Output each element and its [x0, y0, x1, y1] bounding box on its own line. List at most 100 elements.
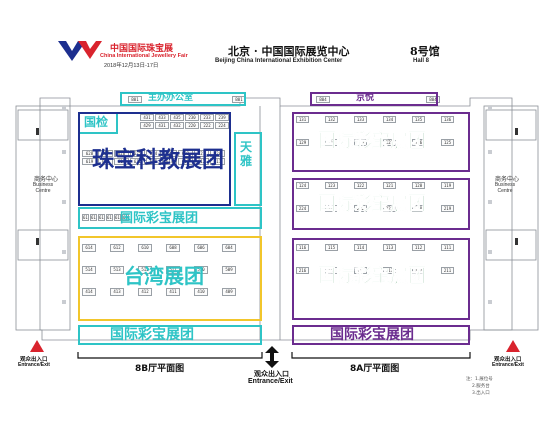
booth-left_intl-5[interactable]: 609: [122, 214, 129, 221]
booth-right_block_2-0[interactable]: 124: [296, 182, 309, 189]
booth-left_mid-6[interactable]: 622: [178, 150, 193, 157]
booth-right_block_2-5[interactable]: 119: [441, 182, 454, 189]
booth-left_mid-13[interactable]: 615: [146, 158, 161, 165]
booth-left_taiwan-10[interactable]: 510: [194, 266, 208, 274]
booth-left_top-0[interactable]: 431: [140, 114, 154, 121]
logo-chinese-title: 中国国际珠宝展: [110, 44, 174, 54]
legend-line-1: 注：1.展位号: [466, 377, 493, 382]
booth-left_top-1[interactable]: 433: [155, 114, 169, 121]
booth-left_mid-2[interactable]: 626: [114, 150, 129, 157]
booth-right_block_3-5[interactable]: 111: [441, 244, 454, 251]
hall-8b-label: 8B厅平面图: [135, 364, 185, 374]
booth-left_taiwan-0[interactable]: 614: [82, 244, 96, 252]
taiwan-zone: [78, 236, 262, 321]
booth-left_mid-10[interactable]: 618: [98, 158, 113, 165]
booth-right_block_3-2[interactable]: 114: [354, 244, 367, 251]
booth-left_mid-8[interactable]: 620: [210, 150, 225, 157]
booth-left_top-5[interactable]: 239: [215, 114, 229, 121]
booth-left_mid-17[interactable]: 611: [210, 158, 225, 165]
booth-left_mid-12[interactable]: 616: [130, 158, 145, 165]
booth-left_taiwan-16[interactable]: 410: [194, 288, 208, 296]
booth-right_block_1-10[interactable]: 126: [412, 139, 425, 146]
booth-left_top-11[interactable]: 224: [215, 122, 229, 129]
booth-right_block_2-7[interactable]: 223: [325, 205, 338, 212]
booth-office_row-0[interactable]: B01: [128, 96, 142, 103]
booth-right_block_3-6[interactable]: 216: [296, 267, 309, 274]
booth-left_intl-0[interactable]: 619: [82, 214, 89, 221]
booth-left_taiwan-15[interactable]: 411: [166, 288, 180, 296]
booth-left_mid-4[interactable]: 624: [146, 150, 161, 157]
booth-left_mid-7[interactable]: 621: [194, 150, 209, 157]
booth-right_top_row-1[interactable]: B04: [426, 96, 440, 103]
booth-left_top-10[interactable]: 222: [200, 122, 214, 129]
booth-left_taiwan-6[interactable]: 514: [82, 266, 96, 274]
booth-left_taiwan-7[interactable]: 513: [110, 266, 124, 274]
booth-right_block_1-0[interactable]: 131: [296, 116, 309, 123]
booth-left_taiwan-1[interactable]: 612: [110, 244, 124, 252]
booth-right_block_2-6[interactable]: 224: [296, 205, 309, 212]
booth-left_top-9[interactable]: 220: [185, 122, 199, 129]
booth-right_block_2-8[interactable]: 222: [354, 205, 367, 212]
booth-left_mid-5[interactable]: 623: [162, 150, 177, 157]
booth-right_block_3-11[interactable]: 211: [441, 267, 454, 274]
booth-left_mid-3[interactable]: 625: [130, 150, 145, 157]
booth-right_block_1-6[interactable]: 129: [296, 139, 309, 146]
booth-right_block_1-9[interactable]: 127: [383, 139, 396, 146]
booth-left_top-3[interactable]: 230: [185, 114, 199, 121]
booth-right_block_1-8[interactable]: 128: [354, 139, 367, 146]
booth-right_block_1-7[interactable]: 130: [325, 139, 338, 146]
booth-left_taiwan-3[interactable]: 608: [166, 244, 180, 252]
booth-right_block_1-2[interactable]: 133: [354, 116, 367, 123]
booth-right_block_2-4[interactable]: 120: [412, 182, 425, 189]
booth-right_block_2-1[interactable]: 123: [325, 182, 338, 189]
booth-right_block_3-0[interactable]: 116: [296, 244, 309, 251]
booth-right_block_2-9[interactable]: 221: [383, 205, 396, 212]
tianya-label: 天雅: [240, 140, 253, 168]
booth-left_taiwan-12[interactable]: 414: [82, 288, 96, 296]
booth-left_intl-2[interactable]: 615: [98, 214, 105, 221]
booth-left_taiwan-8[interactable]: 512: [138, 266, 152, 274]
booth-left_intl-4[interactable]: 611: [114, 214, 121, 221]
booth-right_block_2-10[interactable]: 220: [412, 205, 425, 212]
booth-left_taiwan-14[interactable]: 412: [138, 288, 152, 296]
booth-left_mid-9[interactable]: 619: [82, 158, 97, 165]
booth-left_mid-14[interactable]: 614: [162, 158, 177, 165]
booth-left_taiwan-2[interactable]: 610: [138, 244, 152, 252]
booth-left_taiwan-13[interactable]: 413: [110, 288, 124, 296]
booth-left_taiwan-4[interactable]: 606: [194, 244, 208, 252]
booth-left_top-6[interactable]: 429: [140, 122, 154, 129]
booth-right_block_3-9[interactable]: 213: [383, 267, 396, 274]
booth-right_block_3-4[interactable]: 112: [412, 244, 425, 251]
booth-right_block_2-2[interactable]: 122: [354, 182, 367, 189]
booth-left_mid-11[interactable]: 617: [114, 158, 129, 165]
booth-right_block_3-3[interactable]: 113: [383, 244, 396, 251]
intl-right-1-zone: [292, 112, 470, 172]
booth-right_block_2-11[interactable]: 219: [441, 205, 454, 212]
booth-left_top-2[interactable]: 435: [170, 114, 184, 121]
booth-right_top_row-0[interactable]: B04: [316, 96, 330, 103]
booth-left_top-8[interactable]: 432: [170, 122, 184, 129]
booth-left_top-4[interactable]: 233: [200, 114, 214, 121]
booth-right_block_3-10[interactable]: 212: [412, 267, 425, 274]
booth-right_block_3-8[interactable]: 214: [354, 267, 367, 274]
booth-left_intl-3[interactable]: 613: [106, 214, 113, 221]
venue-english: Beijing China International Exhibition C…: [215, 58, 343, 64]
booth-left_mid-15[interactable]: 613: [178, 158, 193, 165]
booth-left_taiwan-5[interactable]: 604: [222, 244, 236, 252]
booth-right_block_3-1[interactable]: 115: [325, 244, 338, 251]
booth-right_block_2-3[interactable]: 121: [383, 182, 396, 189]
booth-left_taiwan-11[interactable]: 509: [222, 266, 236, 274]
booth-left_mid-1[interactable]: 627: [98, 150, 113, 157]
booth-left_taiwan-9[interactable]: 511: [166, 266, 180, 274]
booth-left_intl-1[interactable]: 617: [90, 214, 97, 221]
booth-left_mid-0[interactable]: 628: [82, 150, 97, 157]
booth-left_top-7[interactable]: 431: [155, 122, 169, 129]
booth-left_taiwan-17[interactable]: 409: [222, 288, 236, 296]
booth-right_block_1-11[interactable]: 125: [441, 139, 454, 146]
booth-right_block_1-4[interactable]: 135: [412, 116, 425, 123]
booth-right_block_3-7[interactable]: 215: [325, 267, 338, 274]
booth-right_block_1-1[interactable]: 132: [325, 116, 338, 123]
booth-right_block_1-5[interactable]: 136: [441, 116, 454, 123]
booth-left_mid-16[interactable]: 612: [194, 158, 209, 165]
booth-right_block_1-3[interactable]: 134: [383, 116, 396, 123]
